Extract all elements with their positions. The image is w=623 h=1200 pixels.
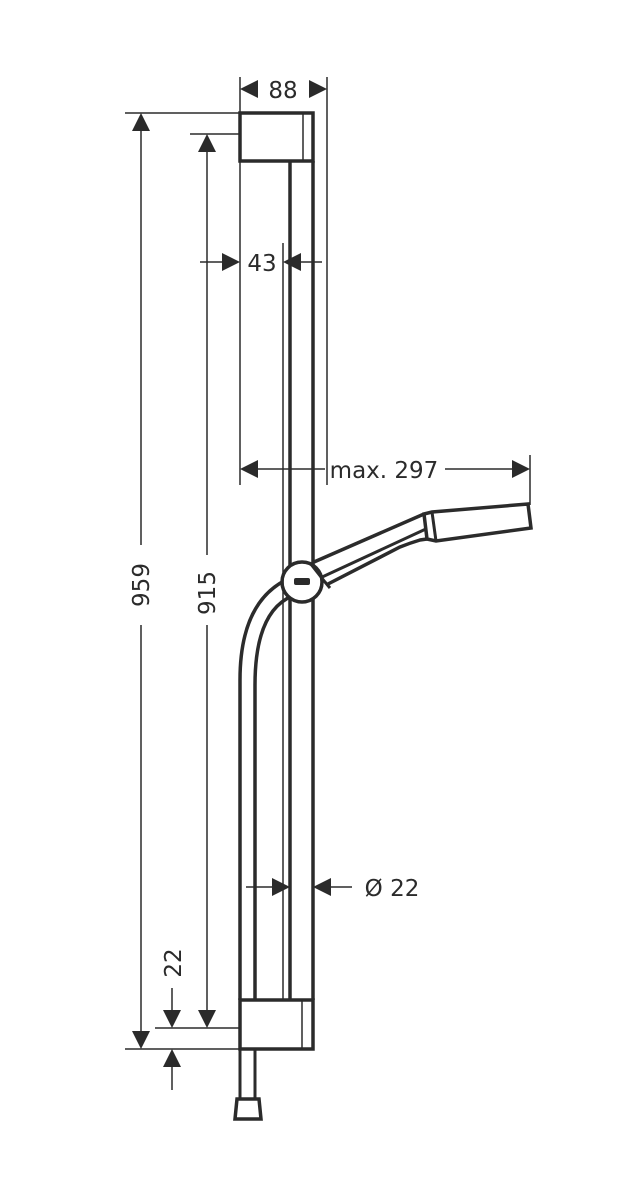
dimension-lines [140,130,512,1090]
dim-label-max-reach: max. 297 [330,458,439,484]
rail-slider [280,560,324,604]
hand-shower [308,502,533,589]
bottom-wall-bracket [238,998,315,1051]
dim-label-bottom-offset: 22 [161,948,187,977]
dim-label-rail-offset: 43 [247,251,276,277]
dimension-arrows [132,80,530,1067]
dim-label-rail-height: 915 [195,571,221,615]
dim-label-rail-diameter: Ø 22 [365,876,420,902]
dim-label-total-height: 959 [129,563,155,607]
extension-lines [125,77,531,1050]
dim-label-bracket-width: 88 [268,78,297,104]
top-wall-bracket [238,111,315,163]
